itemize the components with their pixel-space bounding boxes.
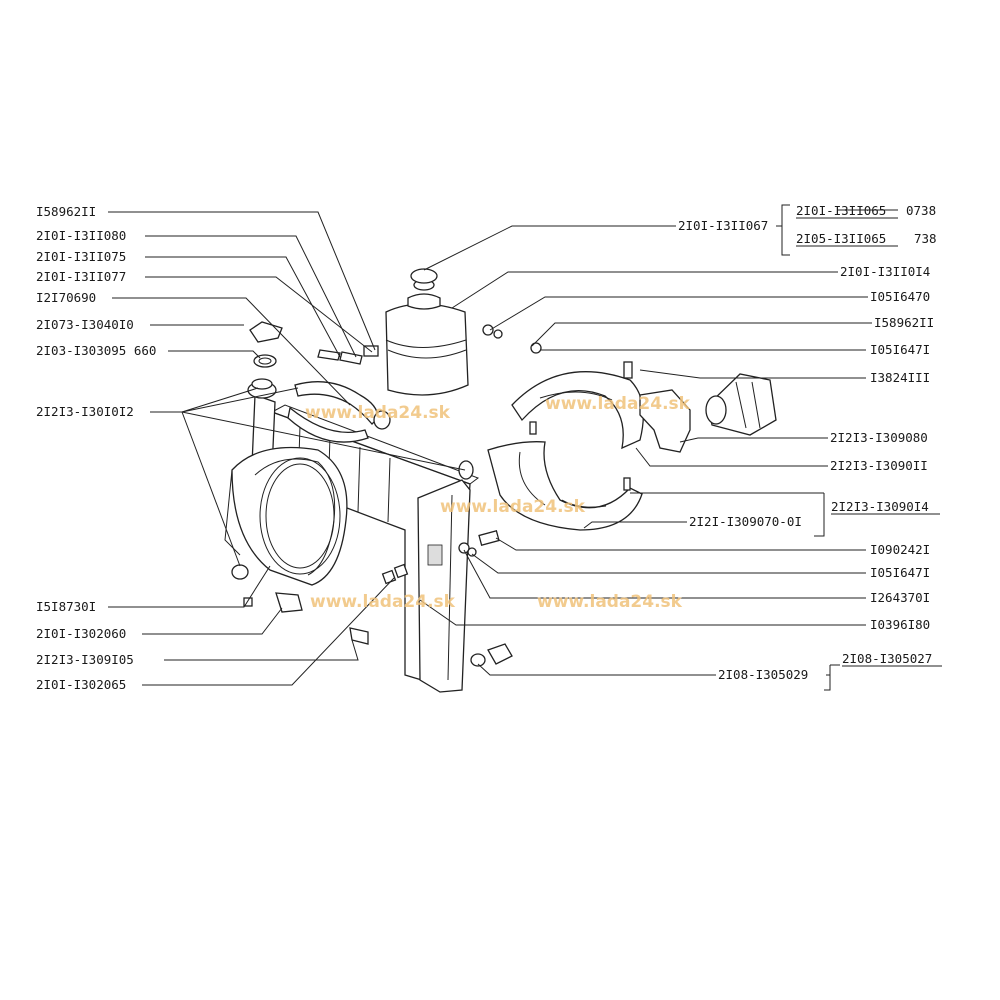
label-r8: 2I2I3-I3090II bbox=[830, 458, 928, 473]
label-l12: 2I0I-I302065 bbox=[36, 677, 126, 692]
label-r7: 2I2I3-I309080 bbox=[830, 430, 928, 445]
assembly-label-a3: 2I2I3-I3090I4 bbox=[831, 499, 929, 514]
assembly-label-a2: 2I05-I3II065 bbox=[796, 231, 886, 246]
label-r10: I090242I bbox=[870, 542, 930, 557]
label-l8: 2I2I3-I30I0I2 bbox=[36, 404, 134, 419]
label-r4: I58962II bbox=[874, 315, 934, 330]
assembly-suffix-a2: 738 bbox=[914, 231, 937, 246]
label-l2: 2I0I-I3II080 bbox=[36, 228, 126, 243]
label-l4: 2I0I-I3II077 bbox=[36, 269, 126, 284]
label-r6: I3824III bbox=[870, 370, 930, 385]
watermark-5: www.lada24.sk bbox=[537, 592, 683, 612]
label-l11: 2I2I3-I309I05 bbox=[36, 652, 134, 667]
label-l6: 2I073-I3040I0 bbox=[36, 317, 134, 332]
label-l7: 2I03-I303095 660 bbox=[36, 343, 156, 358]
right-labels: 2I0I-I3II067 2I0I-I3II0I4 I05I6470 I5896… bbox=[678, 218, 934, 682]
label-l3: 2I0I-I3II075 bbox=[36, 249, 126, 264]
watermarks: www.lada24.sk www.lada24.sk www.lada24.s… bbox=[305, 394, 691, 612]
assembly-labels: 2I0I-I3II065 0738 2I05-I3II065 738 2I2I3… bbox=[796, 203, 942, 667]
label-r11: I05I647I bbox=[870, 565, 930, 580]
watermark-4: www.lada24.sk bbox=[310, 592, 456, 612]
watermark-3: www.lada24.sk bbox=[440, 497, 586, 517]
label-r2: 2I0I-I3II0I4 bbox=[840, 264, 930, 279]
watermark-1: www.lada24.sk bbox=[305, 403, 451, 423]
label-l9: I5I8730I bbox=[36, 599, 96, 614]
assembly-label-a4: 2I08-I305027 bbox=[842, 651, 932, 666]
label-l10: 2I0I-I302060 bbox=[36, 626, 126, 641]
label-l1: I58962II bbox=[36, 204, 96, 219]
label-r1: 2I0I-I3II067 bbox=[678, 218, 768, 233]
label-r14: 2I08-I305029 bbox=[718, 667, 808, 682]
assembly-suffix-a1: 0738 bbox=[906, 203, 936, 218]
leader-lines bbox=[108, 204, 872, 691]
label-r9: 2I2I-I309070-0I bbox=[689, 514, 802, 529]
radiator-assembly-drawing bbox=[224, 268, 777, 693]
label-r13: I0396I80 bbox=[870, 617, 930, 632]
label-r3: I05I6470 bbox=[870, 289, 930, 304]
label-r12: I264370I bbox=[870, 590, 930, 605]
watermark-2: www.lada24.sk bbox=[545, 394, 691, 414]
label-l5: I2I70690 bbox=[36, 290, 96, 305]
label-r5: I05I647I bbox=[870, 342, 930, 357]
left-labels: I58962II 2I0I-I3II080 2I0I-I3II075 2I0I-… bbox=[36, 204, 156, 692]
